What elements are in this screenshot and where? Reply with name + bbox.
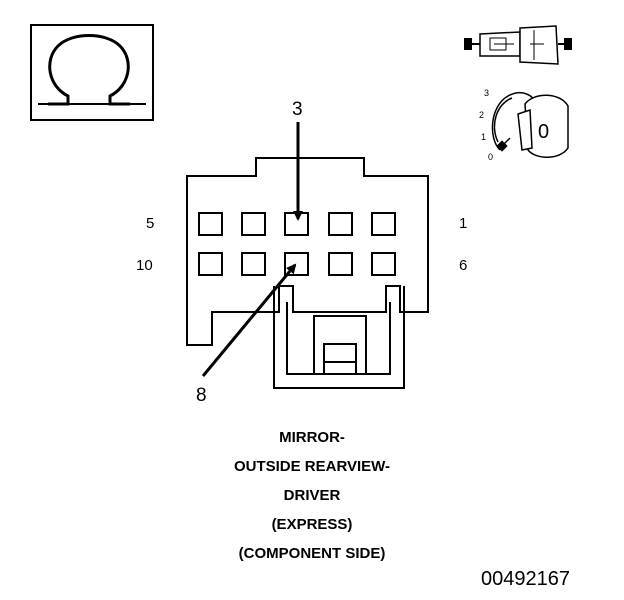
pin-label-5: 5 xyxy=(146,215,155,232)
figure-id: 00492167 xyxy=(481,568,570,590)
ignition-switch-icon xyxy=(491,92,569,158)
ignition-position-3: 3 xyxy=(484,88,489,98)
ignition-position-2: 2 xyxy=(479,110,484,120)
caption-line-4: (EXPRESS) xyxy=(271,516,353,533)
ignition-position-0: 0 xyxy=(488,152,493,162)
connector-housing xyxy=(186,157,429,346)
pin-7 xyxy=(328,252,353,276)
omega-icon xyxy=(48,34,130,106)
pin-label-1: 1 xyxy=(459,215,468,232)
pin-2 xyxy=(328,212,353,236)
pin-label-10: 10 xyxy=(136,257,153,274)
caption-line-3: DRIVER xyxy=(283,487,341,504)
pin-10 xyxy=(198,252,223,276)
caption-line-1: MIRROR- xyxy=(279,429,345,446)
pin-4 xyxy=(241,212,266,236)
pin-5 xyxy=(198,212,223,236)
ignition-key-label: 0 xyxy=(538,121,549,143)
pin-label-6: 6 xyxy=(459,257,468,274)
callout-label-3: 3 xyxy=(292,99,303,120)
ignition-position-1: 1 xyxy=(481,132,486,142)
pin-6 xyxy=(371,252,396,276)
pin-9 xyxy=(241,252,266,276)
omega-symbol-box xyxy=(30,24,154,121)
pin-1 xyxy=(371,212,396,236)
caption-line-2: OUTSIDE REARVIEW- xyxy=(233,458,391,475)
callout-arrow-8 xyxy=(201,263,297,377)
inline-connector-icon xyxy=(464,25,572,65)
caption-line-5: (COMPONENT SIDE) xyxy=(238,545,386,562)
connector-latch xyxy=(273,286,405,389)
callout-label-8: 8 xyxy=(196,385,207,406)
